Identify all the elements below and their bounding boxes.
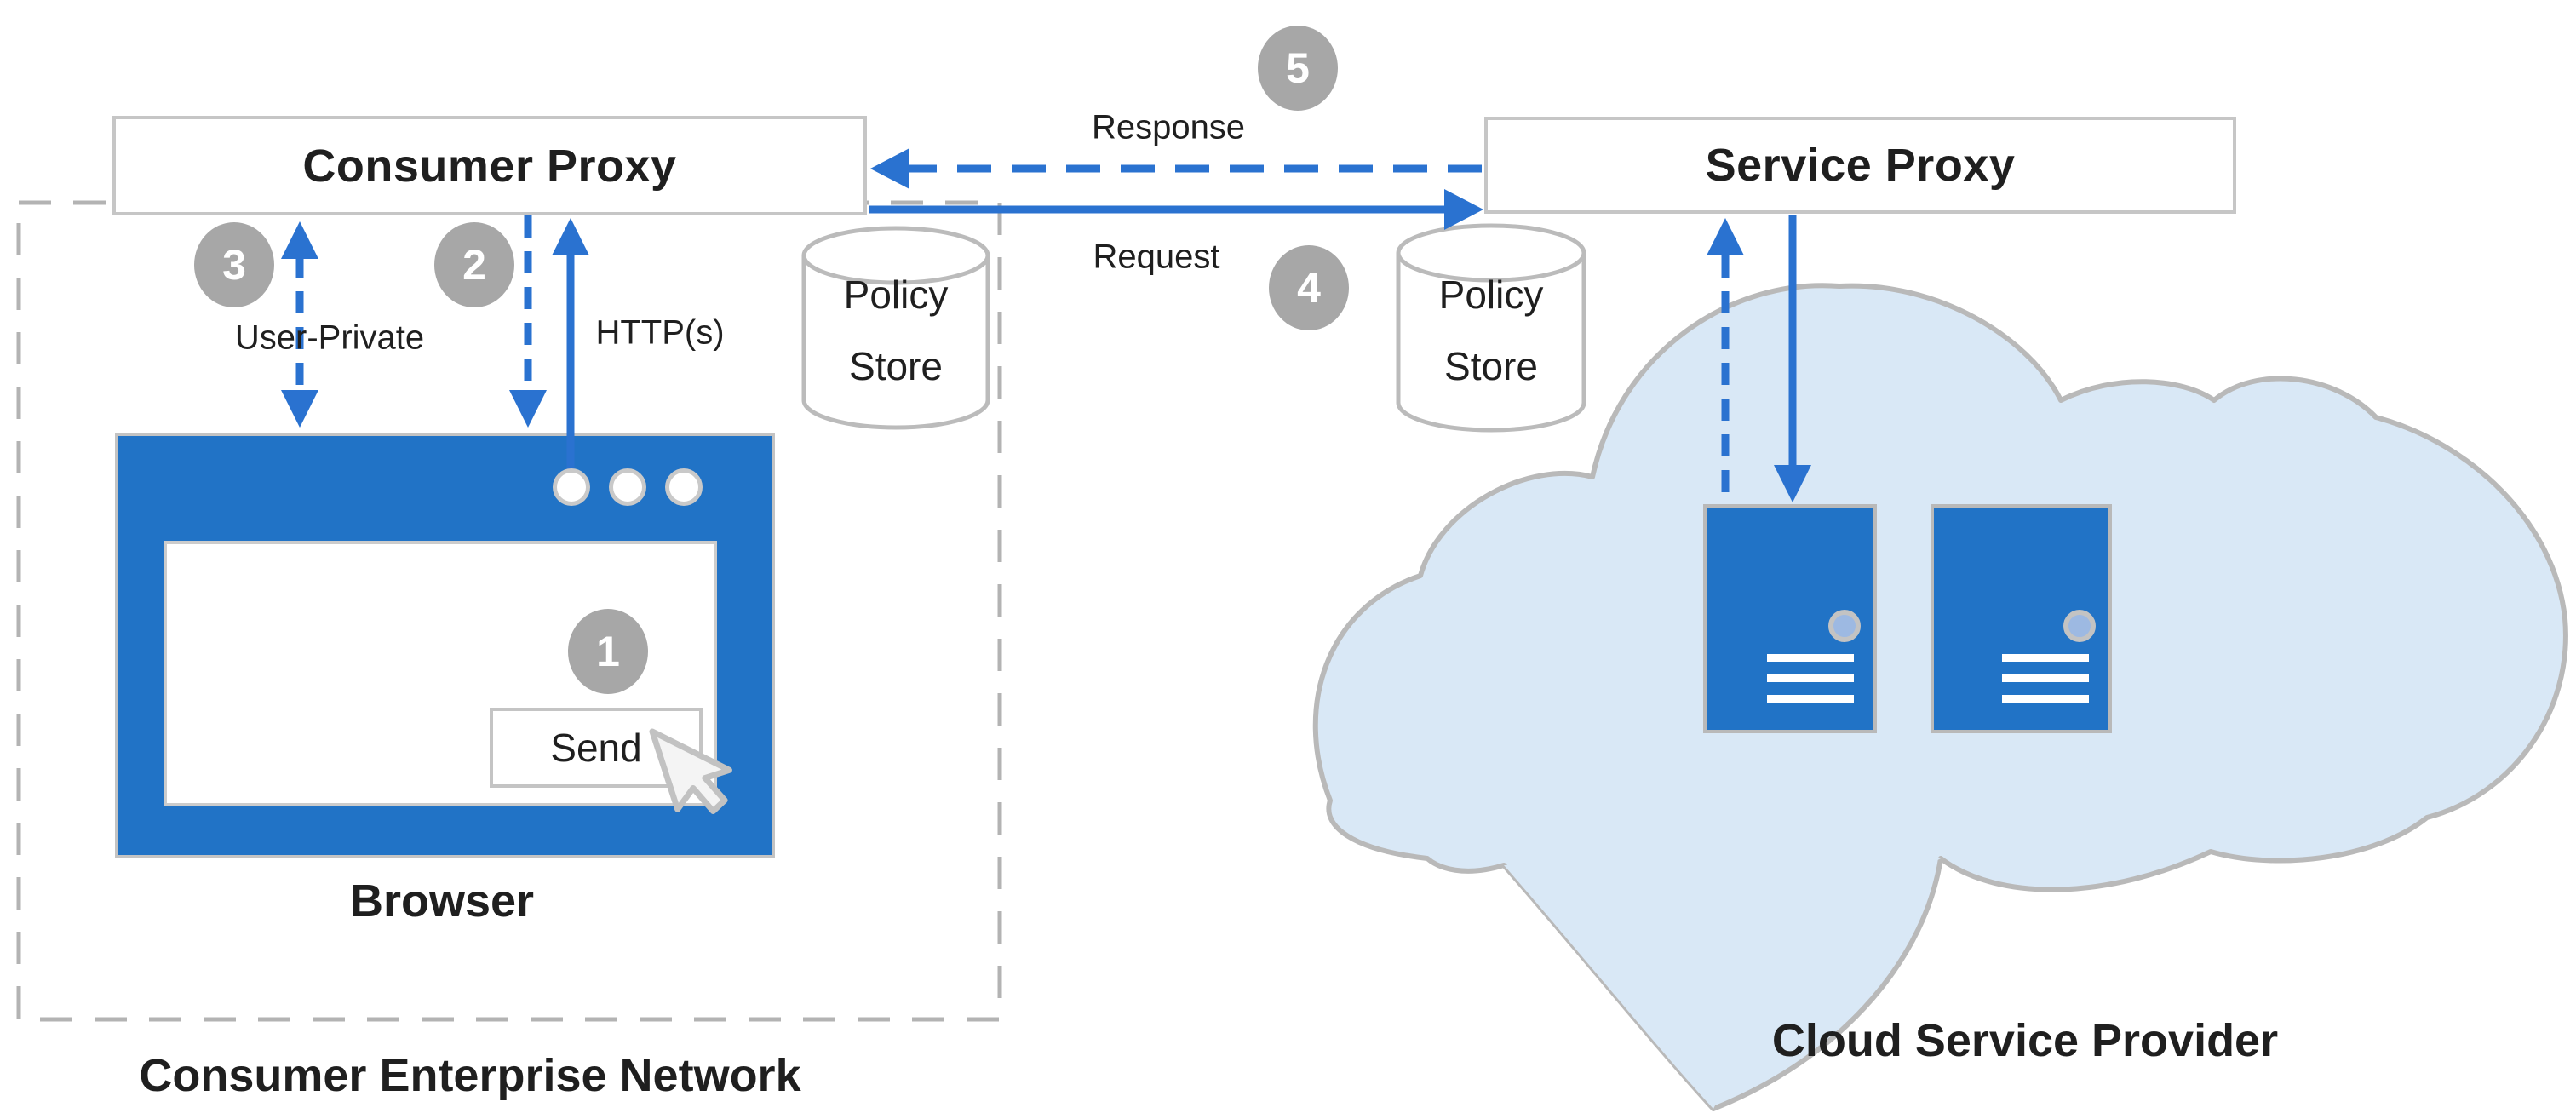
window-control-dot-icon — [609, 468, 646, 506]
request-arrow — [869, 189, 1483, 230]
http-arrow — [552, 218, 589, 477]
step-badge-5: 5 — [1258, 26, 1338, 111]
send-button-label: Send — [550, 726, 642, 770]
response-label: Response — [1091, 108, 1246, 146]
server-vent-line — [2002, 695, 2089, 703]
consumer-proxy-box: Consumer Proxy — [112, 116, 867, 215]
server-power-dot-icon — [1828, 610, 1861, 642]
server-vent-line — [1767, 695, 1854, 703]
window-control-dot-icon — [553, 468, 590, 506]
browser-label: Browser — [349, 875, 535, 927]
policy-store-left-label: Policy Store — [843, 273, 949, 388]
response-arrow — [870, 148, 1482, 189]
request-label: Request — [1093, 238, 1220, 276]
step-badge-3: 3 — [194, 222, 274, 307]
server-vent-line — [1767, 654, 1854, 662]
policy-store-right-label: Policy Store — [1438, 273, 1544, 388]
proxy-to-server-arrow — [1774, 215, 1811, 502]
server-power-dot-icon — [2063, 610, 2096, 642]
service-proxy-box: Service Proxy — [1484, 117, 2236, 214]
step-badge-4: 4 — [1269, 245, 1349, 330]
server-vent-line — [1767, 674, 1854, 682]
step-badge-1: 1 — [568, 609, 648, 694]
cursor-icon — [649, 728, 732, 815]
policy-store-left-database-icon — [801, 226, 990, 430]
enterprise-network-label: Consumer Enterprise Network — [139, 1050, 801, 1101]
http-label: HTTP(s) — [595, 313, 725, 352]
cloud-tail — [1504, 858, 1941, 1109]
server-vent-line — [2002, 654, 2089, 662]
policy-store-right-database-icon — [1396, 223, 1586, 433]
server-to-proxy-arrow — [1707, 218, 1744, 504]
cloud-provider-label: Cloud Service Provider — [1771, 1015, 2279, 1066]
server-icon — [1931, 504, 2112, 733]
step-badge-2: 2 — [434, 222, 514, 307]
user-private-label: User-Private — [234, 318, 425, 357]
user-private-arrow — [281, 221, 318, 428]
window-control-dot-icon — [665, 468, 703, 506]
consumer-proxy-label: Consumer Proxy — [302, 140, 677, 192]
server-vent-line — [2002, 674, 2089, 682]
proxy-forward-arrow — [509, 215, 547, 428]
server-icon — [1703, 504, 1877, 733]
service-proxy-label: Service Proxy — [1705, 140, 2016, 191]
